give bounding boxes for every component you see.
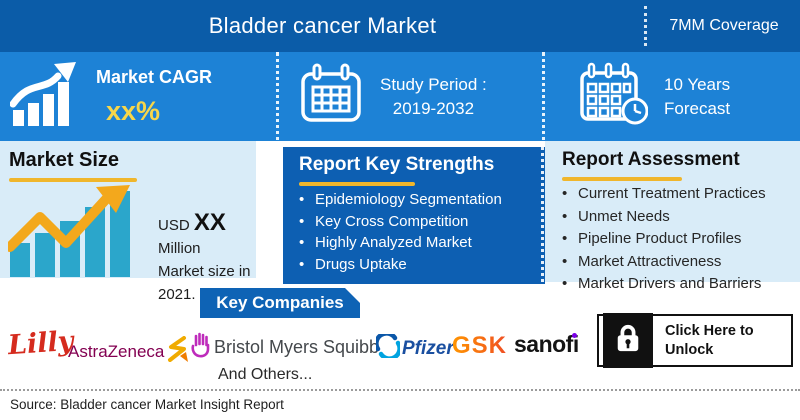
market-size-heading: Market Size [9,149,120,171]
bms-wordmark: Bristol Myers Squibb [214,337,380,357]
astrazeneca-logo: AstraZeneca [68,336,189,367]
page-title: Bladder cancer Market [208,13,437,38]
cagr-bars-icon [9,60,82,133]
market-size-underline [9,178,137,182]
study-period-stat: Study Period : 2019-2032 [300,52,535,141]
source-text: Source: Bladder cancer Market Insight Re… [10,397,284,412]
pfizer-logo: Pfizer [374,331,454,363]
assessment-list: Current Treatment Practices Unmet Needs … [562,183,766,296]
value-suffix: Million [158,240,201,257]
list-item: Current Treatment Practices [562,183,766,206]
sanofi-logo: sanofi [514,331,579,358]
pfizer-swirl-icon [374,331,402,363]
list-item: Market Drivers and Barriers [562,273,766,296]
value-prefix: USD [158,217,194,234]
unlock-button[interactable]: Click Here to Unlock [597,313,793,368]
assessment-heading: Report Assessment [562,149,740,170]
market-size-caption: Market size in 2021. [158,263,251,303]
market-size-value: USD XX Million Market size in 2021. [158,211,254,306]
key-strengths-list: Epidemiology Segmentation Key Cross Comp… [299,189,502,275]
forecast-label: Forecast [664,98,731,118]
unlock-label-line2: Unlock [665,341,714,358]
list-item: Pipeline Product Profiles [562,228,766,251]
list-item: Epidemiology Segmentation [299,189,502,211]
cagr-value: xx% [106,95,161,126]
stats-band [0,52,800,141]
cagr-label: Market CAGR [96,66,213,87]
and-others-text: And Others... [218,366,313,383]
key-strengths-panel: Report Key Strengths Epidemiology Segmen… [283,147,545,284]
band-divider-2 [542,52,545,148]
list-item: Drugs Uptake [299,254,502,276]
lilly-logo: Lilly [6,325,75,362]
header-divider [644,6,647,46]
forecast-years: 10 Years [664,74,731,94]
list-item: Unmet Needs [562,206,766,229]
pfizer-wordmark: Pfizer [402,337,454,359]
sanofi-purple-dot-icon [571,333,577,338]
list-item: Market Attractiveness [562,251,766,274]
sanofi-wordmark: sanofi [514,331,579,357]
calendar-clock-icon [580,62,649,131]
value-xx: XX [193,209,226,236]
calendar-icon [300,63,362,130]
list-item: Highly Analyzed Market [299,232,502,254]
gsk-logo: GSK [452,332,508,359]
footer-divider [0,389,800,391]
companies-logo-row: Lilly AstraZeneca [0,326,800,372]
market-size-panel: Market Size USD XX Million Market size i… [0,141,256,303]
panel-divider [541,141,544,282]
bristol-myers-squibb-logo: Bristol Myers Squibb [190,332,379,363]
assessment-underline [562,177,682,181]
astrazeneca-wordmark: AstraZeneca [68,341,165,361]
key-companies-label: Key Companies [200,288,360,318]
key-strengths-underline [299,182,415,186]
band-divider-1 [276,52,279,148]
lock-icon [614,321,642,360]
bms-hand-icon [190,332,210,363]
key-strengths-heading: Report Key Strengths [299,154,495,175]
lock-badge [603,313,653,368]
assessment-panel: Report Assessment Current Treatment Prac… [545,141,800,295]
study-period-label: Study Period : [380,74,487,94]
list-item: Key Cross Competition [299,211,502,233]
market-growth-chart [5,185,153,282]
astrazeneca-icon [166,336,189,367]
forecast-stat: 10 Years Forecast [580,52,795,141]
study-period-value: 2019-2032 [392,98,475,118]
cagr-stat: Market CAGR xx% [9,52,270,141]
header: Bladder cancer Market 7MM Coverage [0,0,800,52]
unlock-label-line1: Click Here to [665,322,754,339]
coverage-badge: 7MM Coverage [669,17,779,34]
